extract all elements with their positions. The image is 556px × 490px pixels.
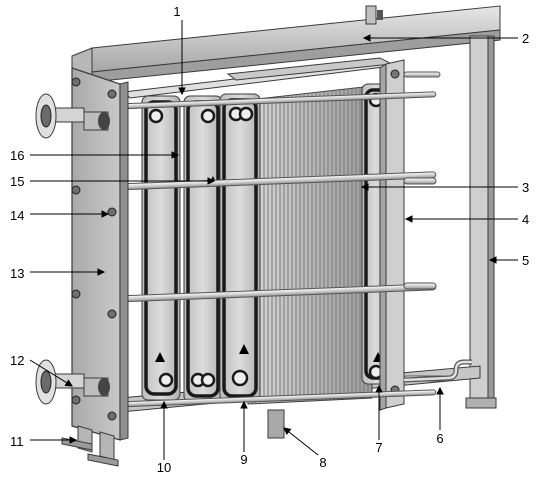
- bottom-support-block: [267, 409, 285, 439]
- callout-12: 12: [10, 353, 24, 368]
- leader-5-arrowhead: [488, 256, 497, 264]
- callout-2: 2: [522, 31, 529, 46]
- fixed-frame-plate: [71, 67, 129, 441]
- leader-1-arrowhead: [178, 87, 186, 96]
- callout-5: 5: [522, 253, 529, 268]
- leader-7-arrowhead: [375, 384, 383, 393]
- leader-2-arrowhead: [362, 34, 371, 42]
- leader-15-arrowhead: [207, 177, 216, 185]
- leader-12: [29, 359, 73, 387]
- leader-8: [283, 427, 319, 456]
- callout-9: 9: [240, 452, 247, 467]
- leader-lines: [29, 20, 518, 460]
- leader-11-arrowhead: [69, 436, 78, 444]
- callout-8: 8: [319, 455, 326, 470]
- callout-1: 1: [173, 4, 180, 19]
- plate-1: [141, 95, 181, 401]
- leader-13-arrowhead: [97, 268, 106, 276]
- leader-16-arrowhead: [171, 151, 180, 159]
- leader-12-arrowhead: [64, 379, 73, 387]
- callout-16: 16: [10, 148, 24, 163]
- callout-15: 15: [10, 174, 24, 189]
- plate-pack: [122, 57, 394, 405]
- leader-10-arrowhead: [160, 400, 168, 409]
- callout-14: 14: [10, 208, 24, 223]
- pressure-plate: [379, 59, 405, 411]
- callout-11: 11: [10, 434, 24, 449]
- callout-3: 3: [522, 180, 529, 195]
- plate-2: [183, 95, 223, 403]
- callout-13: 13: [10, 266, 24, 281]
- callout-labels: 1 2 3 4 5 6 7 8 9 10 11 12 13 14 15 16: [10, 4, 529, 475]
- leader-6-arrowhead: [436, 386, 444, 395]
- callout-7: 7: [375, 440, 382, 455]
- bottom-nozzle: [35, 359, 110, 405]
- plate-3: [219, 93, 261, 403]
- rear-connection: [403, 359, 472, 383]
- leader-14-arrowhead: [101, 210, 110, 218]
- leader-4-arrowhead: [404, 215, 413, 223]
- leader-3-arrowhead: [360, 183, 369, 191]
- callout-6: 6: [436, 431, 443, 446]
- leader-8-arrowhead: [283, 427, 292, 436]
- callout-10: 10: [157, 460, 171, 475]
- support-column: [465, 35, 497, 409]
- top-nozzle: [35, 93, 110, 139]
- callout-4: 4: [522, 212, 529, 227]
- leader-9-arrowhead: [240, 400, 248, 409]
